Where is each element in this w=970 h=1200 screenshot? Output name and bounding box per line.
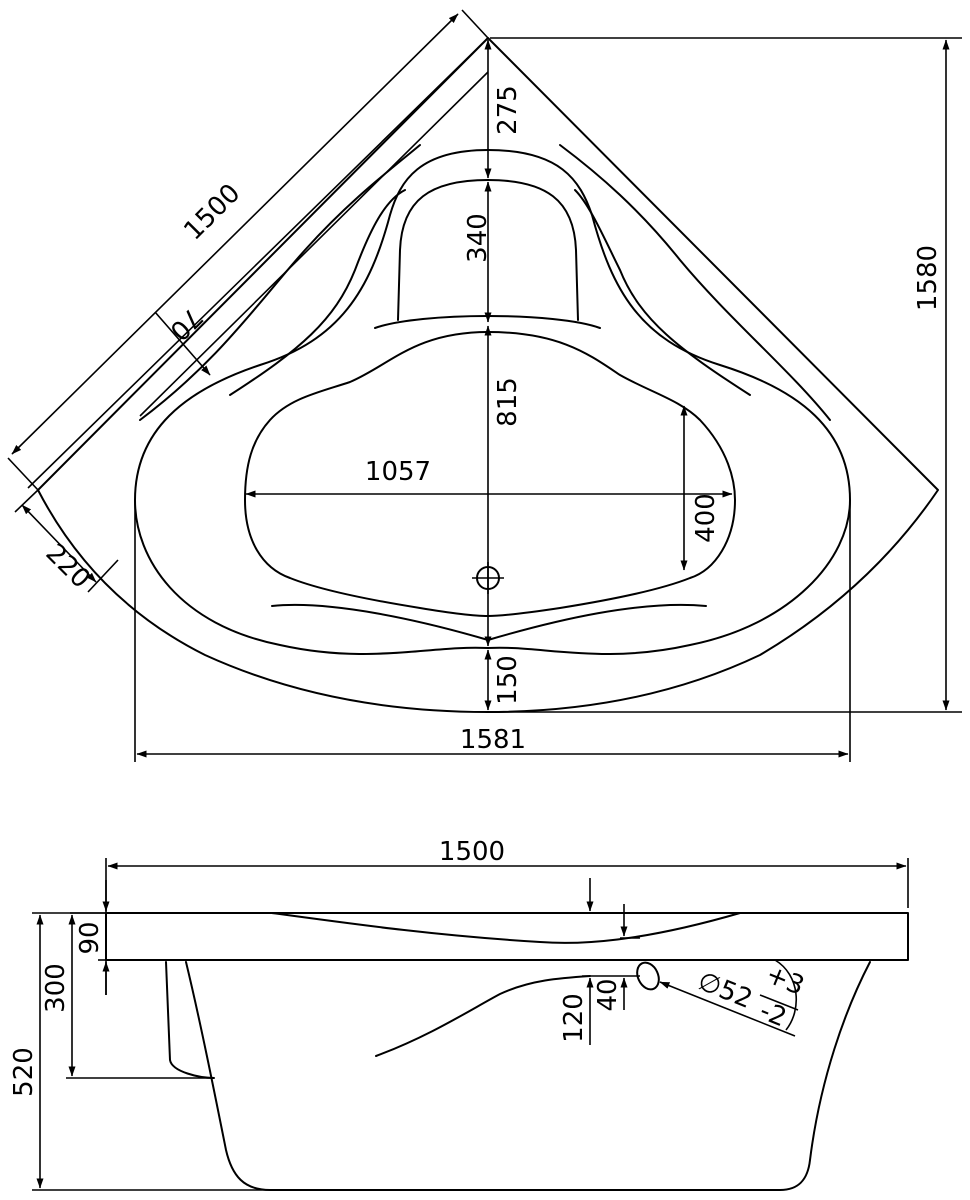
basin-front-line	[271, 603, 707, 641]
seat-contour	[375, 975, 591, 1057]
dim-basin-end-width-label: 400	[691, 493, 721, 543]
tolerance-lower-label: -2	[755, 996, 790, 1034]
dim-front-rim: 150	[484, 649, 523, 711]
dim-overflow-depth-label: 120	[559, 993, 589, 1043]
rim-line-right	[559, 144, 831, 421]
dim-corner-depth-label: 220	[39, 538, 95, 594]
dim-corner-depth: 220	[14, 489, 119, 595]
inner-basin-contour	[271, 912, 741, 944]
dim-headrest-depth-label: 340	[463, 213, 493, 263]
tub-outline-top	[37, 37, 939, 713]
dim-overall-height-label: 520	[9, 1047, 39, 1097]
dim-apron-height: 300	[41, 914, 214, 1079]
dim-overflow-depth: 120	[559, 878, 640, 1045]
dim-headrest-offset-label: 275	[493, 85, 523, 135]
top-view: 1500 70 220 275 340 815	[7, 9, 962, 762]
dim-overflow-center: 40	[593, 904, 640, 1012]
dim-front-rim-label: 150	[493, 655, 523, 705]
basin	[244, 331, 736, 617]
dim-overall-height: 520	[9, 912, 270, 1191]
dim-rim-height-label: 90	[75, 921, 105, 954]
dim-overall-width: 1581	[134, 500, 851, 762]
rim-line-left-inner	[229, 189, 406, 396]
rim-slab	[105, 912, 909, 961]
dim-rim-offset: 70	[27, 37, 489, 489]
dim-basin-depth-label: 815	[493, 377, 523, 427]
overflow-icon	[636, 961, 660, 991]
dim-overall-width-label: 1581	[460, 725, 526, 755]
dim-rim-offset-label: 70	[163, 301, 208, 346]
dim-overall-depth: 1580	[490, 37, 962, 713]
dim-basin-width: 1057	[245, 457, 733, 498]
dim-edge-length-label: 1500	[178, 178, 246, 246]
tub-body-side	[185, 961, 871, 1191]
dim-headrest-offset: 275	[484, 39, 523, 179]
dim-side-length-label: 1500	[439, 837, 505, 867]
dim-apron-height-label: 300	[41, 963, 71, 1013]
dim-overall-depth-label: 1580	[913, 245, 943, 311]
dim-headrest-depth: 340	[463, 181, 493, 323]
rim-line-left	[139, 144, 421, 421]
dim-overflow-center-label: 40	[593, 978, 623, 1011]
dim-edge-length: 1500	[7, 9, 489, 491]
dim-basin-end-width: 400	[680, 405, 721, 571]
side-view: ∅52 +3 -2 1500 90 300	[9, 837, 909, 1191]
dim-basin-depth: 815	[484, 325, 523, 647]
tolerance-upper-label: +3	[762, 959, 809, 1001]
rim-line-right-inner	[574, 189, 751, 396]
dim-basin-width-label: 1057	[365, 457, 431, 487]
dim-rim-height: 90	[70, 880, 110, 995]
